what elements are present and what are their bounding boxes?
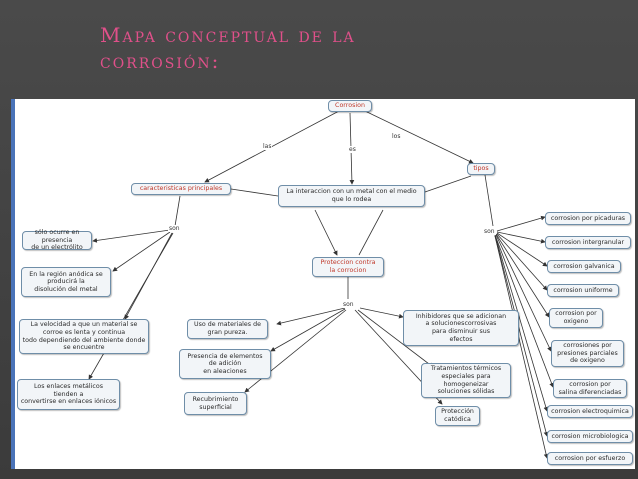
link-label-las: las <box>262 143 273 150</box>
edge-son-type-1 <box>496 215 546 232</box>
node-type-3: corrosion galvanica <box>547 260 621 273</box>
node-protection-2: Presencia de elementos de adición en ale… <box>179 349 271 379</box>
connector-lines <box>88 110 554 459</box>
slide-title-line-2: corrosión: <box>100 49 221 73</box>
node-characteristic-3: La velocidad a que un material se corroe… <box>19 319 149 354</box>
node-type-9: corrosion microbiologica <box>547 430 633 443</box>
edge-tipos-interaccion <box>424 175 472 193</box>
node-type-2: corrosion intergranular <box>545 236 631 249</box>
node-type-5: corrosion por oxigeno <box>549 308 603 328</box>
concept-map-panel: las es los son son son Corrosion caracte… <box>11 99 635 469</box>
node-characteristic-4: Los enlaces metálicos tienden a converti… <box>17 379 120 410</box>
node-type-8: corrosion electroquimica <box>547 405 633 418</box>
node-protection-6: Protección catódica <box>435 406 480 426</box>
edge-son-prot-4 <box>359 307 404 319</box>
edge-son-prot-5 <box>357 309 434 368</box>
node-tipos: tipos <box>467 163 495 175</box>
edge-son-type-8 <box>494 234 549 412</box>
link-label-es: es <box>348 146 357 153</box>
edge-son-type-9 <box>494 235 549 437</box>
node-characteristic-2: En la región anódica se producirá la dis… <box>21 267 111 297</box>
node-protection-5: Tratamientos térmicos especiales para ho… <box>421 363 511 398</box>
node-type-6: corrosiones por presiones parciales de o… <box>551 340 624 367</box>
edge-son-prot-2 <box>270 308 346 352</box>
link-label-son-right: son <box>483 228 496 235</box>
edge-interaccion-proteccion-a <box>314 209 338 256</box>
edge-son-char-4 <box>88 232 174 380</box>
node-proteccion: Proteccion contra la corrocion <box>312 257 384 277</box>
edge-son-prot-1 <box>276 307 346 326</box>
node-protection-4: Inhibidores que se adicionan a solucione… <box>403 310 519 346</box>
node-type-10: corrosion por esfuerzo <box>547 452 633 465</box>
edge-root-tipos <box>364 110 474 164</box>
edge-son-char-1 <box>92 229 171 243</box>
link-label-los: los <box>391 133 402 140</box>
node-characteristic-1: sólo ocurre en presencia de un electróli… <box>22 229 92 251</box>
edge-caract-son <box>174 195 181 227</box>
edge-son-type-2 <box>496 231 546 244</box>
edge-son-type-5 <box>495 233 550 318</box>
edge-tipos-son <box>484 174 494 227</box>
edge-interaccion-proteccion-b <box>358 209 384 256</box>
node-type-4: corrosion uniforme <box>547 284 619 297</box>
edge-caract-interaccion <box>230 188 279 197</box>
edge-son-char-2 <box>112 231 171 272</box>
edge-son-type-10 <box>494 235 549 459</box>
edge-son-type-3 <box>496 232 548 267</box>
link-label-son-center: son <box>342 301 355 308</box>
node-protection-1: Uso de materiales de gran pureza. <box>187 319 268 339</box>
edge-son-type-6 <box>495 234 552 352</box>
slide-title-line-1: Mapa conceptual de la <box>100 23 356 47</box>
node-type-7: corrosion por salina diferenciadas <box>553 379 627 398</box>
node-interaccion: La interaccion con un metal con el medio… <box>278 185 425 207</box>
edge-son-type-7 <box>494 234 554 388</box>
node-caracteristicas: caracteristicas principales <box>131 183 231 195</box>
slide-title: Mapa conceptual de la corrosión: <box>100 22 520 74</box>
node-type-1: corrosion por picaduras <box>545 212 631 225</box>
node-protection-3: Recubrimiento superficial <box>184 392 247 415</box>
edge-son-type-4 <box>496 233 548 291</box>
node-root: Corrosion <box>328 100 372 112</box>
link-label-son-left: son <box>168 225 181 232</box>
